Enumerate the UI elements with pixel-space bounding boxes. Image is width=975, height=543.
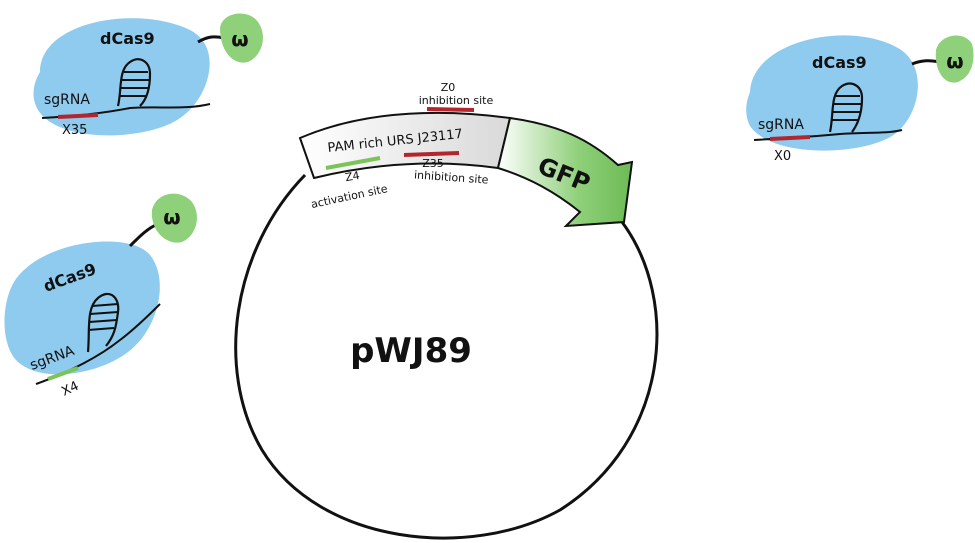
omega-label: ω <box>231 27 248 51</box>
target-label: X35 <box>62 123 87 138</box>
omega-blob <box>151 193 197 243</box>
z4-site-id: Z4 <box>344 169 361 184</box>
omega-blob <box>220 13 263 63</box>
z4-site-bar <box>325 156 381 170</box>
dcas9-body <box>746 35 918 151</box>
gfp-arrow <box>496 116 634 228</box>
hairpin-rungs <box>87 303 119 331</box>
linker <box>197 35 225 44</box>
dcas9-label: dCas9 <box>812 53 867 72</box>
z35-site-id: Z35 <box>422 157 444 170</box>
z0-site-id: Z0 <box>441 81 456 94</box>
z35-site-bar <box>403 151 460 157</box>
target-bar <box>57 113 99 119</box>
sgrna-hairpin <box>116 58 152 107</box>
z35-site-type: inhibition site <box>414 168 489 186</box>
dcas9-label: dCas9 <box>100 29 155 48</box>
sgrna-hairpin <box>828 82 864 133</box>
target-label: X4 <box>59 379 81 400</box>
dcas9-complex-x4: dCas9 sgRNA X4 ω <box>4 193 197 400</box>
plasmid-name: pWJ89 <box>350 331 472 371</box>
omega-label: ω <box>163 205 180 229</box>
omega-blob <box>935 35 974 83</box>
dcas9-complex-x0: dCas9 sgRNA X0 ω <box>746 35 974 164</box>
sgrna-label: sgRNA <box>758 117 804 133</box>
target-label: X0 <box>774 149 791 164</box>
linker <box>911 59 941 66</box>
hairpin-rungs <box>832 95 861 121</box>
sgrna-label: sgRNA <box>44 92 90 108</box>
plasmid-backbone <box>234 173 659 540</box>
target-bar <box>47 366 79 381</box>
z0-site-type: inhibition site <box>419 94 494 107</box>
linker <box>128 222 159 248</box>
z4-site-type: activation site <box>310 182 389 211</box>
hairpin-rungs <box>120 71 149 97</box>
z0-site-bar <box>426 107 475 112</box>
target-bar <box>769 135 811 141</box>
plasmid: PAM rich URS J23117 GFP Z0 inhibition si… <box>234 81 659 540</box>
omega-label: ω <box>946 49 963 73</box>
sgrna-hairpin <box>86 292 120 353</box>
dcas9-complex-x35: dCas9 sgRNA X35 ω <box>33 13 263 138</box>
dcas9-body <box>4 241 160 375</box>
